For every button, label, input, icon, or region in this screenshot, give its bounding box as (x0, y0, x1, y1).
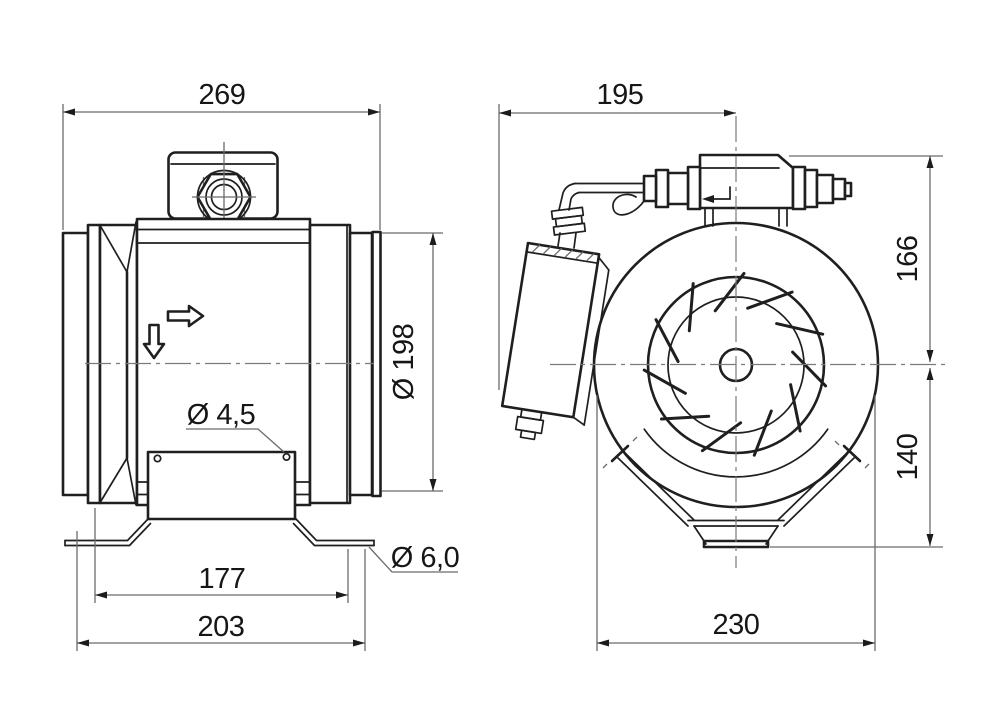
bracket-hole (282, 452, 291, 462)
side-view: 269 Ø 198 Ø 4,5 Ø 6,0 177 (61, 79, 460, 651)
front-view: 195 166 140 230 (498, 79, 948, 651)
dim-label: 177 (199, 563, 246, 595)
dim-foot-hole-spacing: 177 (94, 508, 349, 603)
callout-bracket-hole: Ø 4,5 (186, 399, 285, 453)
bracket-screw-icon (842, 444, 862, 463)
dim-height-above-center: 166 (789, 155, 943, 362)
callout-label: Ø 6,0 (391, 542, 459, 574)
flow-direction-arrow-icon (166, 304, 205, 328)
rotation-direction-arrow-icon (142, 323, 166, 360)
front-junction-box (698, 153, 795, 227)
capacitor-box (500, 241, 610, 441)
mounting-feet (64, 517, 375, 547)
mounting-plate (146, 450, 297, 521)
terminal-arrow-icon (702, 186, 731, 203)
dim-label: 230 (713, 609, 760, 641)
dim-label: 195 (597, 79, 644, 111)
side-junction-box (167, 142, 279, 229)
conduit (550, 182, 649, 249)
dim-label: 203 (198, 611, 245, 643)
dim-label: Ø 198 (388, 324, 420, 401)
dim-label: 166 (892, 236, 924, 283)
dim-label: 269 (199, 79, 246, 111)
bracket-screw-icon (610, 444, 630, 463)
dim-overall-length: 269 (62, 79, 381, 230)
impeller-blades (642, 271, 828, 457)
bracket-hole (153, 454, 162, 463)
cable-gland-right-icon (791, 165, 853, 211)
dim-duct-diameter: Ø 198 (382, 232, 443, 492)
dim-label: 140 (892, 434, 924, 481)
dim-foot-overall-width: 203 (76, 531, 366, 651)
dim-base-width: 230 (596, 395, 876, 651)
cable-gland-left-icon (642, 165, 702, 211)
capacitor-gland-icon (514, 408, 545, 441)
dim-height-below-center: 140 (770, 368, 943, 548)
conduit-nut-icon (550, 206, 587, 236)
callout-label: Ø 4,5 (187, 399, 255, 431)
cable-loop (612, 193, 649, 216)
callout-foot-hole: Ø 6,0 (368, 542, 460, 574)
dim-width-to-center: 195 (498, 79, 736, 390)
